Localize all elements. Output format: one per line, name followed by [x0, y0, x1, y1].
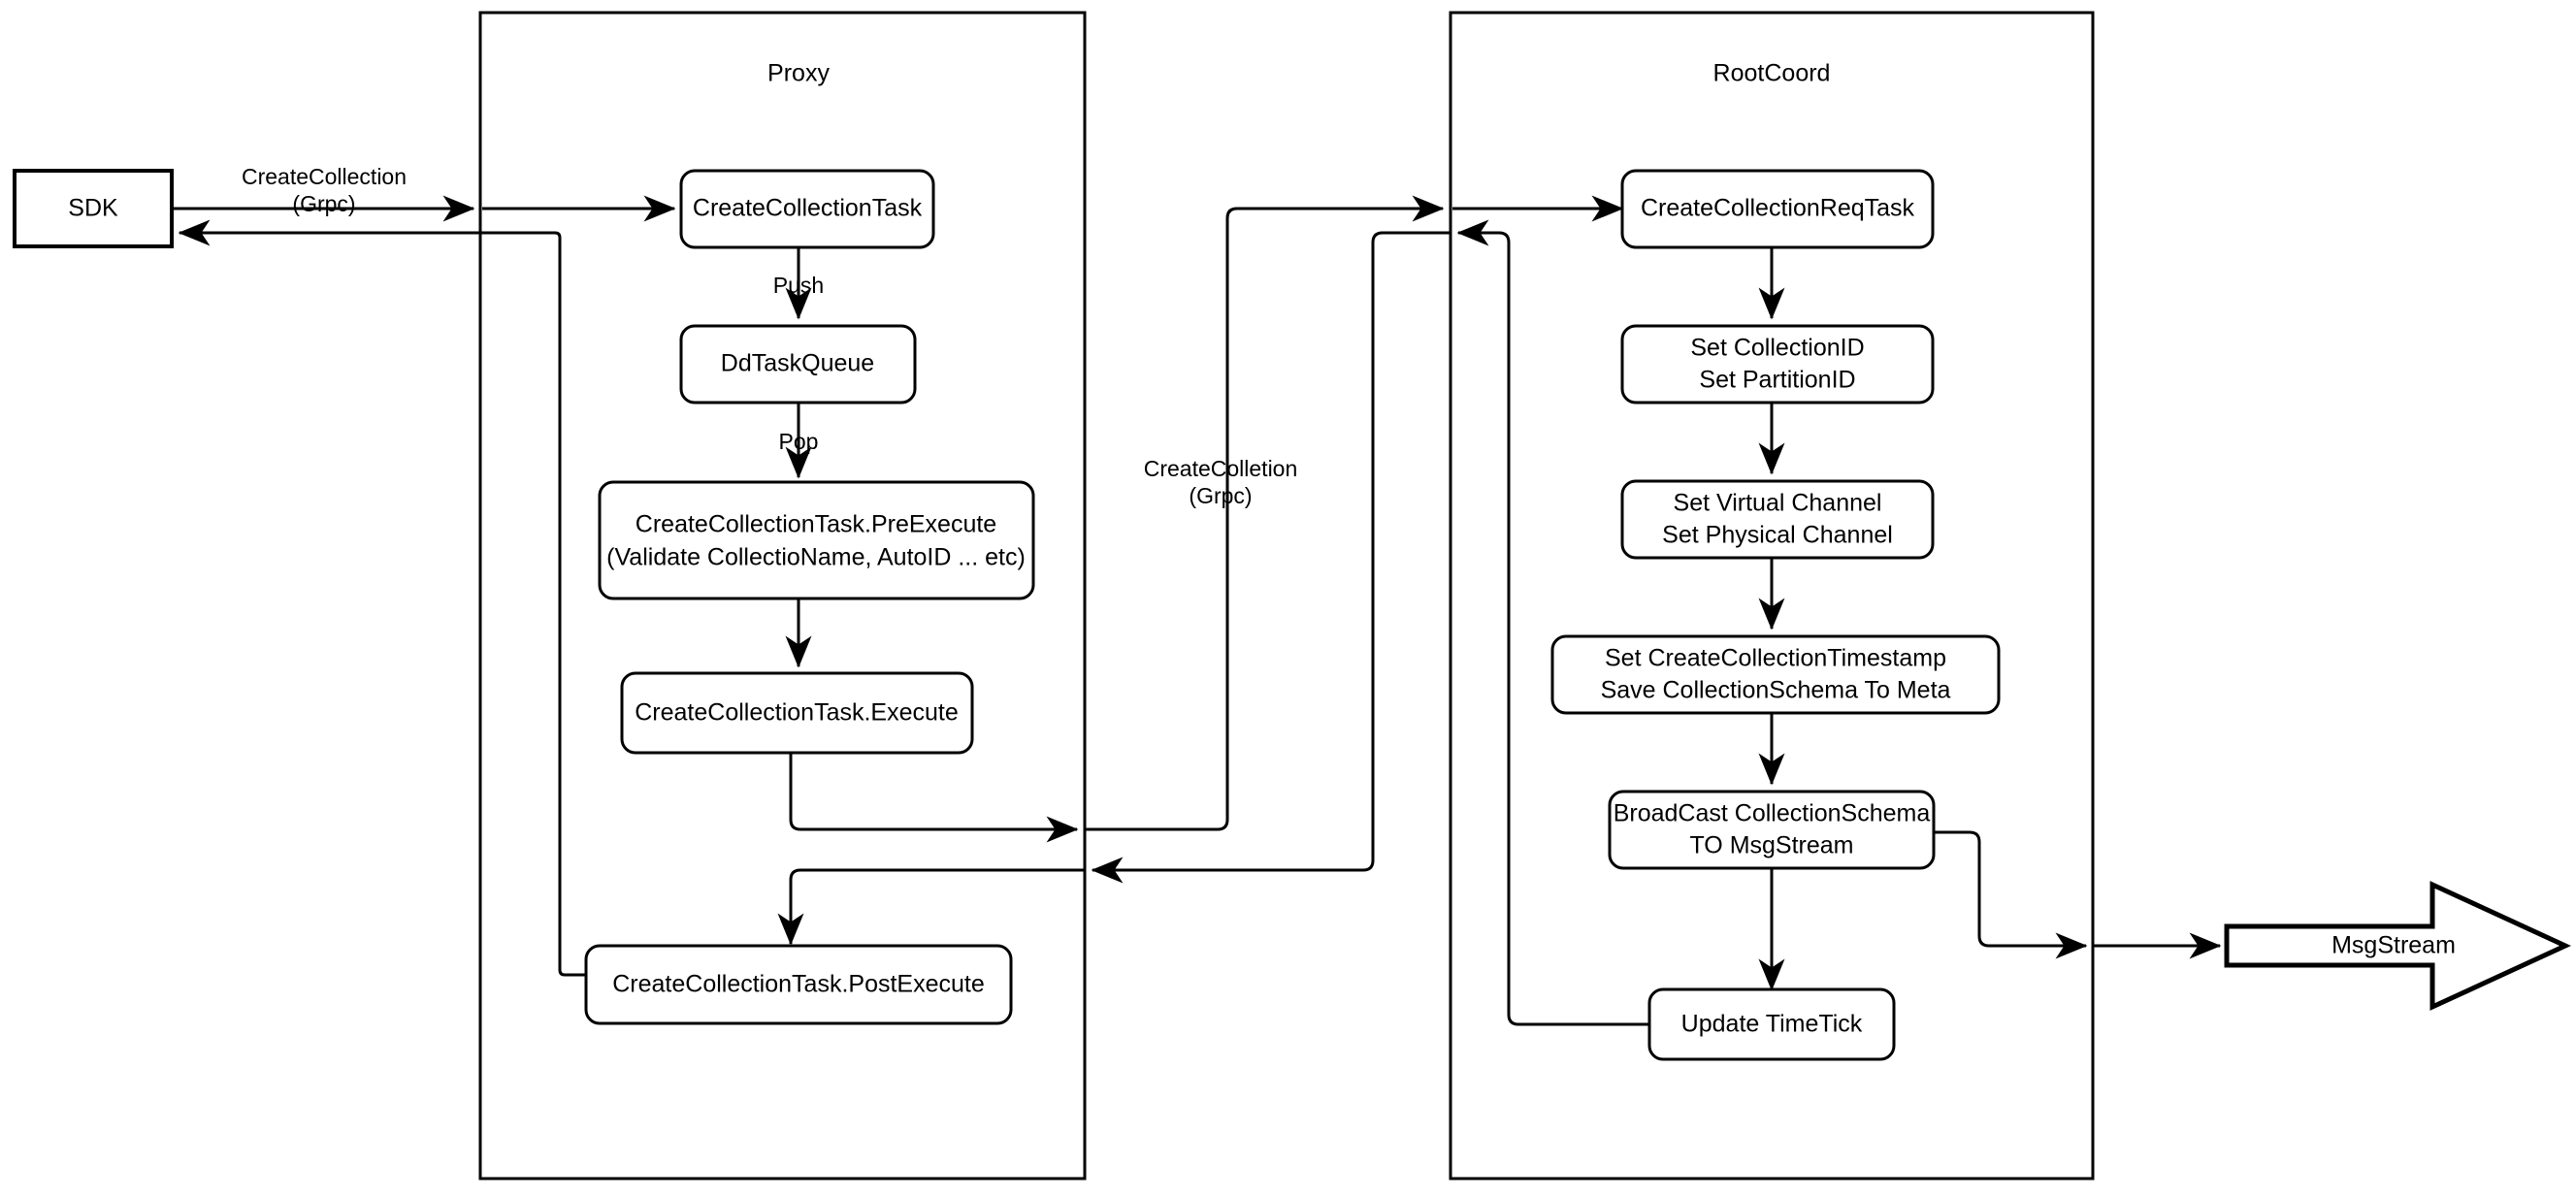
pre-execute-label-line2: (Validate CollectioName, AutoID ... etc) — [606, 544, 1026, 571]
dd-task-queue-label: DdTaskQueue — [721, 350, 874, 377]
node-msgstream[interactable]: MsgStream — [2224, 881, 2571, 1011]
edge-updatetimetick-to-rootcoord-return — [1456, 219, 1649, 1026]
node-set-channels[interactable]: Set Virtual Channel Set Physical Channel — [1620, 479, 1935, 560]
sdk-edge-label-line1: CreateCollection — [242, 164, 407, 189]
set-channels-label-line2: Set Physical Channel — [1662, 522, 1893, 549]
msgstream-label: MsgStream — [2331, 932, 2456, 959]
grpc-edge-label-line2: (Grpc) — [1189, 483, 1252, 508]
node-update-timetick[interactable]: Update TimeTick — [1647, 987, 1896, 1061]
set-ids-label-line2: Set PartitionID — [1699, 367, 1855, 394]
post-execute-box — [584, 944, 1013, 1025]
edge-broadcast-to-rootcoord-edge — [1934, 830, 2088, 959]
node-dd-task-queue[interactable]: DdTaskQueue — [679, 324, 917, 404]
post-execute-label: CreateCollectionTask.PostExecute — [612, 971, 985, 998]
node-set-ids[interactable]: Set CollectionID Set PartitionID — [1620, 324, 1935, 404]
create-collection-task-box — [679, 169, 935, 249]
node-create-collection-req-task[interactable]: CreateCollectionReqTask — [1620, 169, 1935, 249]
proxy-title: Proxy — [767, 60, 830, 87]
update-timetick-label: Update TimeTick — [1681, 1011, 1863, 1038]
set-meta-label-line2: Save CollectionSchema To Meta — [1601, 677, 1951, 704]
msgstream-arrow-shape — [2224, 881, 2571, 1011]
broadcast-box — [1608, 790, 1936, 870]
set-channels-box — [1620, 479, 1935, 560]
node-broadcast[interactable]: BroadCast CollectionSchema TO MsgStream — [1608, 790, 1936, 870]
broadcast-label-line2: TO MsgStream — [1689, 832, 1853, 859]
edge-execute-to-grpc-out — [789, 753, 1079, 843]
set-channels-label-line1: Set Virtual Channel — [1674, 490, 1882, 517]
set-ids-box — [1620, 324, 1935, 404]
update-timetick-box — [1647, 987, 1896, 1061]
node-sdk[interactable]: SDK — [13, 169, 174, 248]
dd-task-queue-box — [679, 324, 917, 404]
create-collection-req-task-label: CreateCollectionReqTask — [1641, 195, 1915, 222]
node-post-execute[interactable]: CreateCollectionTask.PostExecute — [584, 944, 1013, 1025]
edge-postexecute-to-sdk-return — [482, 231, 586, 977]
edge-proxy-to-rootcoord-grpc — [1085, 195, 1445, 831]
grpc-edge-label-line1: CreateColletion — [1144, 456, 1298, 481]
sdk-label: SDK — [68, 195, 118, 222]
pop-label: Pop — [779, 429, 819, 454]
execute-box — [620, 671, 974, 755]
edge-rootcoord-to-proxy-return — [1091, 231, 1451, 884]
create-collection-req-task-box — [1620, 169, 1935, 249]
push-label: Push — [773, 273, 824, 298]
label-createcollection-grpc: CreateCollection (Grpc) — [242, 164, 407, 216]
rootcoord-title: RootCoord — [1713, 60, 1831, 87]
pre-execute-box — [598, 480, 1035, 600]
sdk-edge-label-line2: (Grpc) — [292, 191, 355, 216]
label-createcolletion-grpc: CreateColletion (Grpc) — [1144, 456, 1298, 508]
pre-execute-label-line1: CreateCollectionTask.PreExecute — [636, 511, 996, 538]
node-pre-execute[interactable]: CreateCollectionTask.PreExecute (Validat… — [598, 480, 1035, 600]
node-create-collection-task[interactable]: CreateCollectionTask — [679, 169, 935, 249]
sdk-box — [13, 169, 174, 248]
set-meta-box — [1550, 634, 2001, 715]
create-collection-task-label: CreateCollectionTask — [693, 195, 923, 222]
edge-return-to-postexecute — [777, 868, 1085, 946]
execute-label: CreateCollectionTask.Execute — [635, 699, 959, 727]
node-execute[interactable]: CreateCollectionTask.Execute — [620, 671, 974, 755]
set-ids-label-line1: Set CollectionID — [1690, 335, 1864, 362]
node-set-meta[interactable]: Set CreateCollectionTimestamp Save Colle… — [1550, 634, 2001, 715]
set-meta-label-line1: Set CreateCollectionTimestamp — [1605, 645, 1946, 672]
broadcast-label-line1: BroadCast CollectionSchema — [1614, 800, 1931, 827]
